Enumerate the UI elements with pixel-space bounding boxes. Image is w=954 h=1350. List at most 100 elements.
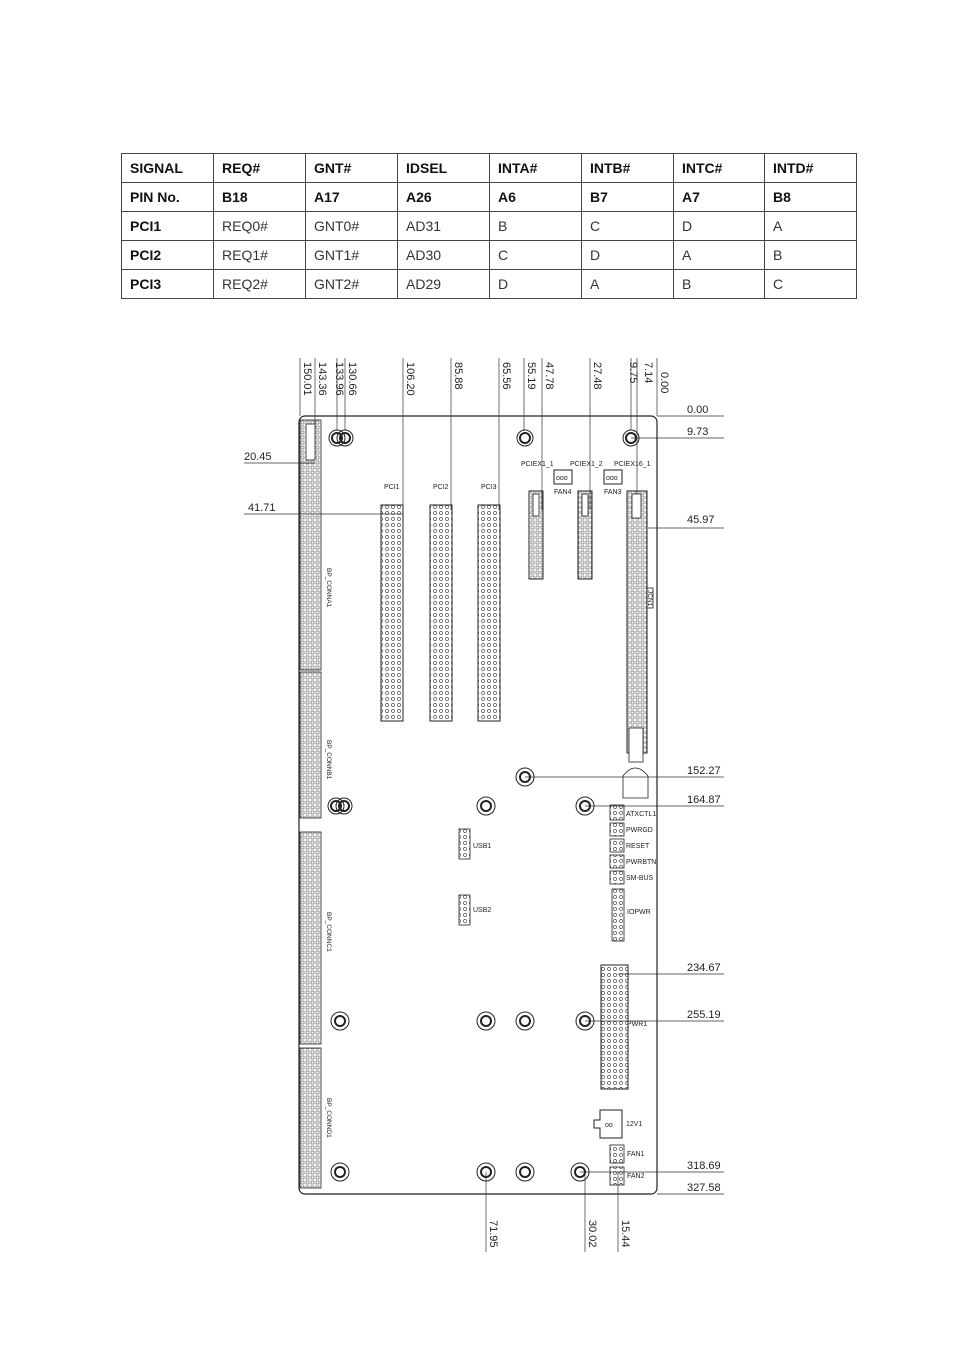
bottom-dimension-labels: 71.95 30.02 15.44 bbox=[487, 1220, 631, 1248]
mounting-hole bbox=[330, 1162, 350, 1182]
mounting-hole bbox=[335, 797, 353, 815]
pci2-slot bbox=[429, 504, 453, 722]
header-cell: INTD# bbox=[764, 153, 857, 183]
pci-slots bbox=[380, 504, 501, 722]
bp-connc-connector bbox=[299, 831, 322, 1045]
header-cell: REQ# bbox=[213, 153, 306, 183]
pci1-slot bbox=[380, 504, 404, 722]
table-cell: B bbox=[673, 269, 765, 299]
right-dim-label: 9.73 bbox=[687, 426, 708, 438]
right-dim-label: 45.97 bbox=[687, 514, 715, 526]
bottom-fan-headers: FAN1 FAN2 bbox=[609, 1144, 645, 1186]
v12-pins: oo bbox=[605, 1122, 613, 1129]
usb-headers: USB1 USB2 bbox=[458, 828, 491, 926]
left-dim-label: 41.71 bbox=[248, 502, 276, 514]
right-dim-label: 0.00 bbox=[687, 404, 708, 416]
pwrbtn-header bbox=[609, 854, 625, 869]
bottom-dim-label: 15.44 bbox=[619, 1220, 631, 1248]
top-dimension-lines bbox=[299, 358, 658, 510]
top-dim-label: 85.88 bbox=[452, 362, 464, 390]
top-dim-label: 65.56 bbox=[500, 362, 512, 390]
pwr1-group: PWR1 bbox=[600, 964, 647, 1090]
control-headers: ATXCTL1 PWRGD RESET PWRBTN SM-BUS IOPWR bbox=[609, 804, 656, 942]
table-row: PCI3 REQ2# GNT2# AD29 D A B C bbox=[121, 269, 857, 299]
fan4-pins: ooo bbox=[556, 475, 568, 482]
top-dim-label: 150.01 bbox=[301, 362, 313, 396]
table-cell: REQ1# bbox=[213, 240, 306, 270]
backplane-connectors bbox=[299, 419, 322, 1189]
row-label: PCI2 bbox=[121, 240, 214, 270]
pciex16-1-label: PCIEX16_1 bbox=[614, 461, 651, 468]
table-cell: REQ2# bbox=[213, 269, 306, 299]
smbus-label: SM-BUS bbox=[626, 875, 654, 882]
bp-conna-label: BP_CONNA1 bbox=[325, 568, 332, 608]
table-row: PCI1 REQ0# GNT0# AD31 B C D A bbox=[121, 211, 857, 241]
pciex16-1-retention bbox=[622, 767, 649, 799]
right-dim-label: 327.58 bbox=[687, 1182, 721, 1194]
bottom-dim-label: 30.02 bbox=[586, 1220, 598, 1248]
top-dim-label: 9.75 bbox=[627, 362, 639, 383]
pin-cell: A17 bbox=[305, 182, 398, 212]
v12-label: 12V1 bbox=[626, 1121, 642, 1128]
atxctl-label: ATXCTL1 bbox=[626, 811, 656, 818]
pciex16-1-slot bbox=[626, 490, 648, 754]
pciex1-slots bbox=[528, 490, 593, 580]
bottom-dim-label: 71.95 bbox=[487, 1220, 499, 1248]
right-dim-label: 255.19 bbox=[687, 1009, 721, 1021]
pciex16-1-latch bbox=[628, 727, 644, 763]
bp-connd-connector bbox=[299, 1047, 322, 1189]
usb2-header bbox=[458, 894, 471, 926]
mounting-hole bbox=[328, 429, 346, 447]
header-cell: SIGNAL bbox=[121, 153, 214, 183]
mounting-hole bbox=[476, 796, 496, 816]
signal-table: SIGNAL REQ# GNT# IDSEL INTA# INTB# INTC#… bbox=[121, 153, 857, 299]
top-fan-headers: ooo FAN4 ooo FAN3 bbox=[553, 469, 623, 496]
bp-connd-label: BP_CONND1 bbox=[325, 1098, 332, 1138]
pciex1-2-label: PCIEX1_2 bbox=[570, 461, 603, 468]
table-header-row: SIGNAL REQ# GNT# IDSEL INTA# INTB# INTC#… bbox=[121, 153, 857, 183]
usb1-label: USB1 bbox=[473, 843, 491, 850]
mounting-hole bbox=[330, 1011, 350, 1031]
fan1-label: FAN1 bbox=[627, 1151, 645, 1158]
right-dim-label: 234.67 bbox=[687, 962, 721, 974]
top-dim-label: 106.20 bbox=[404, 362, 416, 396]
fan2-header bbox=[609, 1166, 625, 1186]
pin-cell: B8 bbox=[764, 182, 857, 212]
left-dim-label: 20.45 bbox=[244, 451, 272, 463]
mounting-hole bbox=[327, 797, 345, 815]
mounting-hole bbox=[516, 429, 534, 447]
pin-number-row: PIN No. B18 A17 A26 A6 B7 A7 B8 bbox=[121, 182, 857, 212]
table-cell: A bbox=[581, 269, 674, 299]
pciex1-1-label: PCIEX1_1 bbox=[521, 461, 554, 468]
mounting-hole bbox=[575, 1011, 595, 1031]
table-cell: GNT2# bbox=[305, 269, 398, 299]
top-dim-label: 27.48 bbox=[591, 362, 603, 390]
table-cell: AD30 bbox=[397, 240, 490, 270]
fan3-pins: ooo bbox=[606, 475, 618, 482]
table-cell: AD29 bbox=[397, 269, 490, 299]
top-dim-label: 55.19 bbox=[525, 362, 537, 390]
pci3-label: PCI3 bbox=[481, 484, 497, 491]
right-dim-label: 152.27 bbox=[687, 765, 721, 777]
table-cell: B bbox=[489, 211, 582, 241]
iopwr-label: IOPWR bbox=[627, 909, 651, 916]
pciex1-2-slot bbox=[577, 490, 593, 580]
pciex1-2-key bbox=[581, 493, 589, 517]
mounting-hole bbox=[622, 429, 640, 447]
top-dim-label: 0.00 bbox=[658, 372, 670, 393]
atxctl-header bbox=[609, 804, 625, 821]
jcn1-label: JCN1 bbox=[646, 590, 653, 607]
top-dim-label: 7.14 bbox=[642, 362, 654, 383]
top-dim-label: 130.66 bbox=[346, 362, 358, 396]
fan4-label: FAN4 bbox=[554, 489, 572, 496]
backplane-labels: BP_CONNA1 BP_CONNB1 BP_CONNC1 BP_CONND1 bbox=[325, 568, 332, 1138]
mounting-holes bbox=[327, 429, 640, 1182]
bp-connb-connector bbox=[299, 671, 322, 819]
fan4-header bbox=[553, 469, 573, 485]
mounting-hole bbox=[476, 1011, 496, 1031]
row-label: PCI3 bbox=[121, 269, 214, 299]
pwrbtn-label: PWRBTN bbox=[626, 859, 656, 866]
bp-conna-key bbox=[305, 423, 316, 461]
top-dim-label: 47.78 bbox=[543, 362, 555, 390]
